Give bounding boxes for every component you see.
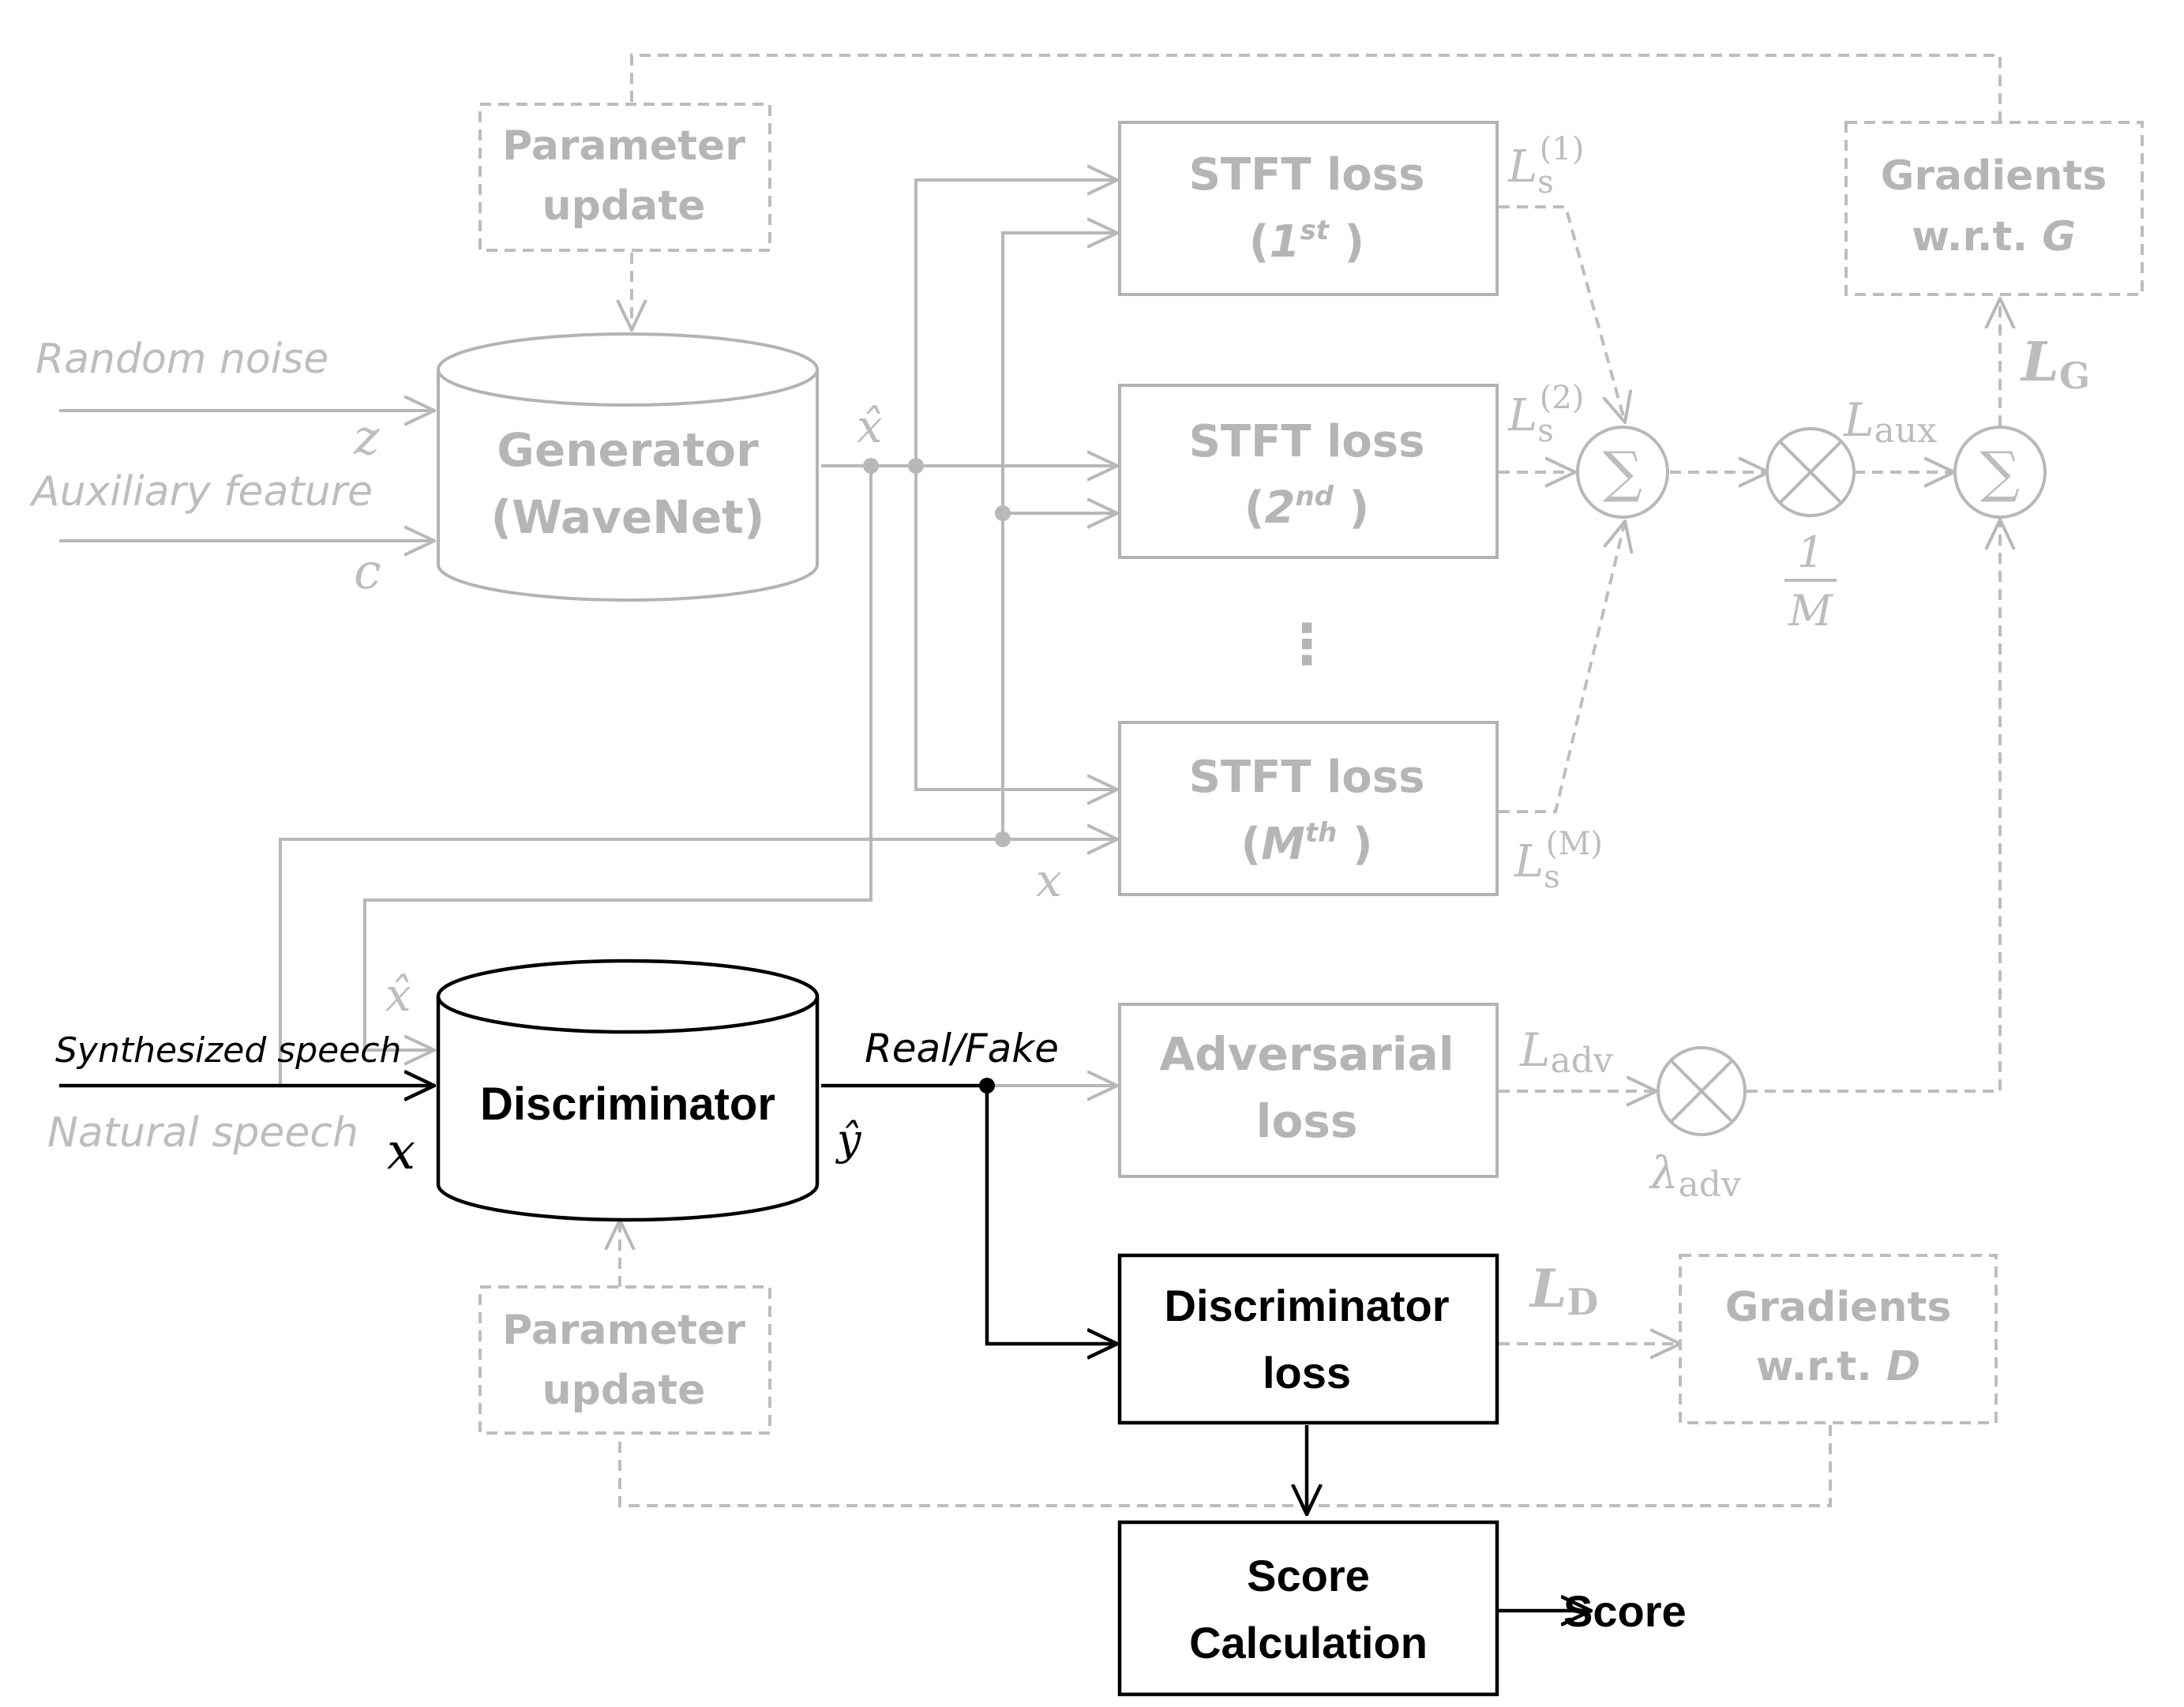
ld-label: LD: [1529, 1258, 1598, 1323]
gradients-g-box: Gradients w.r.t. G: [1844, 121, 2144, 296]
score-calc-label: Score: [1247, 1551, 1370, 1600]
stft-label: STFT loss: [1189, 416, 1425, 467]
param-update-label: update: [542, 1367, 706, 1414]
c-label: c: [354, 542, 381, 600]
grad-g-feedback-line: [630, 54, 2002, 122]
discriminator-cylinder: Discriminator: [436, 959, 820, 1222]
random-noise-label: Random noise: [36, 336, 328, 383]
adversarial-loss-box: Adversarial loss: [1118, 1003, 1499, 1178]
dashed-connectors: [618, 54, 2002, 1507]
stft-index-label: (Mth ): [1241, 817, 1373, 870]
x-label: x: [1036, 854, 1062, 907]
fraction-denominator: M: [1788, 586, 1833, 636]
junction-dot: [863, 458, 879, 474]
x-hat-label: x̂: [385, 968, 411, 1022]
ellipsis-label: ⋮: [1279, 612, 1334, 677]
stft-loss-2-box: STFT loss (2nd ): [1118, 384, 1499, 559]
generator-label: Generator: [497, 423, 759, 477]
xhat-to-discriminator-arrow: [363, 466, 872, 1050]
natural-speech-label: Natural speech: [47, 1109, 358, 1157]
stft-label: STFT loss: [1189, 149, 1425, 201]
ls2-label: Ls(2): [1507, 380, 1584, 449]
lsM-to-sum-arrow: [1499, 521, 1625, 813]
xhat-to-stftM-arrow: [914, 466, 1117, 790]
ls1-label: Ls(1): [1507, 131, 1584, 201]
fraction-numerator: 1: [1797, 527, 1824, 577]
wrt-label: w.r.t. G: [1912, 213, 2076, 261]
sum-symbol: ∑: [1980, 440, 2020, 505]
score-calculation-box: Score Calculation: [1117, 1520, 1499, 1697]
input-labels: Random noise z Auxiliary feature c x̂ x …: [29, 336, 1062, 1181]
ladv-label: Ladv: [1519, 1023, 1613, 1081]
aux-feature-label: Auxiliary feature: [29, 468, 373, 516]
xhat-to-stft1-arrow: [914, 180, 1117, 466]
adversarial-label: loss: [1256, 1094, 1358, 1148]
x-to-stft1-arrow: [1001, 233, 1117, 839]
grad-d-feedback-line: [618, 1425, 1832, 1507]
lambda-adv-label: λadv: [1649, 1148, 1741, 1205]
adversarial-label: Adversarial: [1159, 1027, 1454, 1081]
gradients-d-box: Gradients w.r.t. D: [1679, 1254, 1998, 1424]
discriminator-loss-box: Discriminator loss: [1117, 1253, 1499, 1425]
z-label: z: [353, 408, 380, 466]
wrt-label: w.r.t. D: [1756, 1343, 1920, 1390]
sum-circle-2: ∑: [1953, 426, 2047, 519]
laux-label: Laux: [1843, 393, 1937, 451]
gradients-label: Gradients: [1725, 1284, 1952, 1331]
loss-labels: Ls(1) Ls(2) Ls(M) Laux LG Ladv λadv LD: [1507, 131, 2090, 1323]
multiply-circle-2: [1657, 1046, 1747, 1136]
real-fake-label: Real/Fake: [865, 1026, 1059, 1071]
generator-label: (WaveNet): [491, 490, 765, 544]
stft-loss-m-box: STFT loss (Mth ): [1118, 721, 1499, 896]
adv-to-sum-arrow: [1747, 520, 2000, 1093]
stft-loss-1-box: STFT loss (1st ): [1118, 121, 1499, 296]
junction-dot: [995, 505, 1011, 521]
score-output-label: Score: [1563, 1586, 1687, 1636]
param-update-bottom-box: Parameter update: [478, 1285, 771, 1435]
lsM-label: Ls(M): [1514, 826, 1603, 895]
junction-dot: [995, 831, 1011, 847]
gradients-label: Gradients: [1881, 152, 2107, 200]
solid-connectors: [59, 180, 1117, 1086]
to-disc-loss-arrow: [985, 1086, 1117, 1344]
generator-cylinder: Generator (WaveNet): [437, 332, 819, 602]
dark-connectors: [59, 1078, 1591, 1611]
multiply-circle-1: [1766, 427, 1856, 517]
stft-label: STFT loss: [1189, 752, 1425, 803]
lg-label: LG: [2020, 331, 2090, 397]
ls1-to-sum-arrow: [1499, 205, 1625, 422]
param-update-label: update: [542, 182, 706, 230]
sum-symbol: ∑: [1603, 440, 1642, 505]
x-label: x: [387, 1123, 415, 1181]
param-update-label: Parameter: [502, 1307, 745, 1354]
stft-index-label: (1st ): [1249, 215, 1364, 268]
x-hat-label: x̂: [857, 400, 883, 453]
score-calc-label: Calculation: [1189, 1618, 1428, 1668]
junction-dot: [908, 458, 924, 474]
one-over-m-fraction: 1 M: [1784, 527, 1837, 636]
param-update-label: Parameter: [502, 122, 745, 170]
y-hat-label: ŷ: [835, 1115, 862, 1165]
sum-circle-1: ∑: [1576, 426, 1669, 519]
discriminator-label: Discriminator: [480, 1079, 775, 1130]
stft-index-label: (2nd ): [1244, 481, 1369, 534]
synthesized-speech-label: Synthesized speech: [55, 1030, 401, 1071]
param-update-top-box: Parameter update: [478, 103, 771, 252]
natural-to-stftM-arrow: [279, 839, 1117, 1086]
disc-loss-label: loss: [1263, 1348, 1351, 1397]
disc-loss-label: Discriminator: [1165, 1281, 1450, 1330]
junction-dot: [979, 1078, 995, 1094]
